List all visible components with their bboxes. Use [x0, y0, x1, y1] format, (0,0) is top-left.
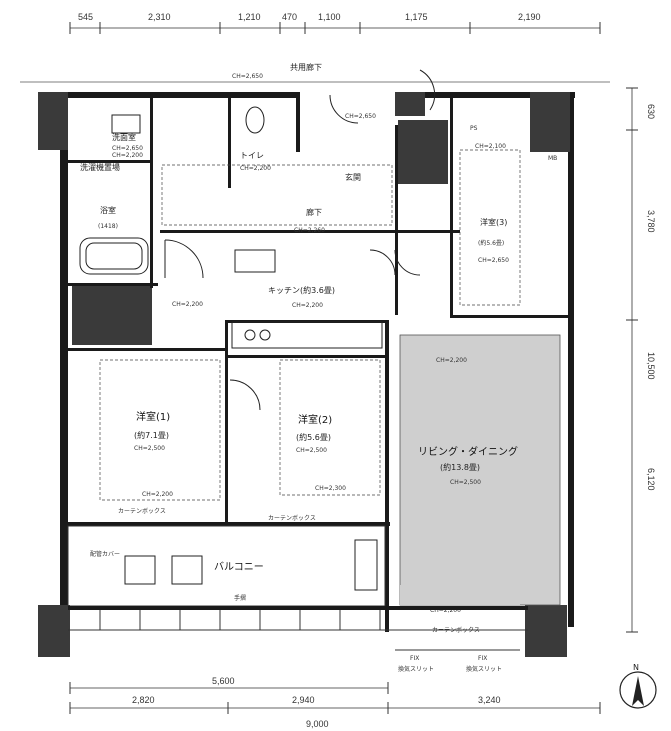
- west1-label: 洋室(1): [136, 410, 170, 423]
- toilet-ch: CH=2,200: [240, 165, 271, 172]
- ac-unit-2: [171, 555, 203, 585]
- living-floor-ext: [400, 585, 520, 605]
- corridor-label: 共用廊下: [290, 62, 322, 72]
- fix-label-1: FIX: [410, 655, 419, 662]
- west1-ch: CH=2,500: [134, 445, 165, 452]
- kitchen-counter: [231, 321, 383, 349]
- dim-top-7: 2,190: [518, 12, 541, 22]
- west1-size: (約7.1畳): [134, 430, 169, 440]
- bathtub-inner: [85, 242, 143, 270]
- ceiling-outline-west1: [99, 359, 221, 501]
- dim-bottom-upper: 5,600: [212, 676, 235, 686]
- living-ch: CH=2,500: [450, 479, 481, 486]
- door-swings: [164, 69, 436, 411]
- pipe-cover-label: 配管カバー: [90, 550, 120, 558]
- fridge-space: [234, 249, 276, 273]
- dim-bottom-2: 2,940: [292, 695, 315, 705]
- curtain-box-2: カーテンボックス: [268, 514, 316, 522]
- west2-label: 洋室(2): [298, 413, 332, 426]
- corridor-ch: CH=2,650: [232, 73, 263, 80]
- dim-right-2: 3,780: [646, 210, 656, 233]
- toilet-label: トイレ: [240, 151, 264, 160]
- balcony-railing: [68, 606, 528, 631]
- vent-label-1: 換気スリット: [398, 665, 434, 673]
- dim-bottom-1: 2,820: [132, 695, 155, 705]
- entrance-label: 玄関: [345, 172, 361, 182]
- dim-right-1: 630: [646, 104, 656, 119]
- compass-label: N: [633, 663, 639, 672]
- top-dimension-line: 545 2,310 1,210 470 1,100 1,175 2,190: [69, 12, 601, 34]
- mb-label: MB: [548, 155, 557, 162]
- closet-block: [72, 285, 152, 345]
- dim-top-5: 1,100: [318, 12, 341, 22]
- west3-label: 洋室(3): [480, 217, 507, 227]
- west2-size: (約5.6畳): [296, 432, 331, 442]
- ceiling-outline-west2: [279, 359, 381, 496]
- column-bottom-right: [525, 605, 567, 657]
- west3-ch: CH=2,650: [478, 257, 509, 264]
- column-top-right: [530, 92, 570, 152]
- living-size: (約13.8畳): [440, 462, 480, 472]
- west2-bottom-ch: CH=2,300: [315, 485, 346, 492]
- dim-right-4: 6,120: [646, 468, 656, 491]
- dim-top-4: 470: [282, 12, 297, 22]
- column-bottom-left: [38, 605, 70, 657]
- bath-size: (1418): [98, 223, 118, 230]
- wash-machine-label: 洗濯機置場: [80, 162, 120, 172]
- right-dimension-line: 630 3,780 10,500 6,120: [626, 87, 656, 633]
- ceiling-outline-hall: [161, 164, 393, 226]
- dim-top-1: 545: [78, 12, 93, 22]
- toilet-fixture: [245, 106, 265, 134]
- railing-label: 手摺: [234, 594, 246, 602]
- living-floor: [399, 334, 561, 606]
- compass-circle: [619, 671, 657, 709]
- curtain-box-1: カーテンボックス: [118, 507, 166, 515]
- dim-right-3: 10,500: [646, 352, 656, 380]
- west3-size: (約5.6畳): [478, 239, 504, 247]
- entrance-ch: CH=2,650: [345, 113, 376, 120]
- hallway-label: 廊下: [306, 207, 322, 217]
- hallway-ch: CH=2,260: [294, 227, 325, 234]
- living-top-ch: CH=2,200: [436, 357, 467, 364]
- closet-ch: CH=2,200: [172, 301, 203, 308]
- washroom-label: 洗面室: [112, 132, 136, 142]
- column-entrance-top: [395, 92, 425, 116]
- wash-basin: [111, 114, 141, 134]
- dim-top-6: 1,175: [405, 12, 428, 22]
- dim-top-3: 1,210: [238, 12, 261, 22]
- washroom-ch2: CH=2,200: [112, 152, 143, 159]
- vent-label-2: 換気スリット: [466, 665, 502, 673]
- shaft-block: [398, 120, 448, 184]
- bath-label: 浴室: [100, 205, 116, 215]
- ceiling-outline-west3: [459, 149, 521, 306]
- balcony-label: バルコニー: [214, 561, 264, 573]
- living-bottom-ch: CH=2,200: [430, 607, 461, 614]
- west2-ch: CH=2,500: [296, 447, 327, 454]
- stove-burner-2: [259, 329, 271, 341]
- north-arrow-icon: [632, 676, 644, 706]
- living-label: リビング・ダイニング: [418, 445, 518, 458]
- washroom-ch1: CH=2,650: [112, 145, 143, 152]
- compass: N: [619, 663, 657, 709]
- dim-bottom-3: 3,240: [478, 695, 501, 705]
- ac-unit-1: [124, 555, 156, 585]
- ps-label: PS: [470, 125, 478, 132]
- dim-top-2: 2,310: [148, 12, 171, 22]
- west3-top-ch: CH=2,100: [475, 143, 506, 150]
- kitchen-ch: CH=2,200: [292, 302, 323, 309]
- kitchen-label: キッチン(約3.6畳): [268, 285, 335, 295]
- fix-label-2: FIX: [478, 655, 487, 662]
- dim-bottom-total: 9,000: [306, 719, 329, 729]
- column-top-left: [38, 92, 68, 150]
- stove-burner-1: [244, 329, 256, 341]
- west1-bottom-ch: CH=2,200: [142, 491, 173, 498]
- bathtub: [79, 237, 149, 275]
- bottom-dimension-lines: 5,600 2,820 2,940 3,240 9,000: [69, 676, 601, 729]
- storage-box: [354, 539, 378, 591]
